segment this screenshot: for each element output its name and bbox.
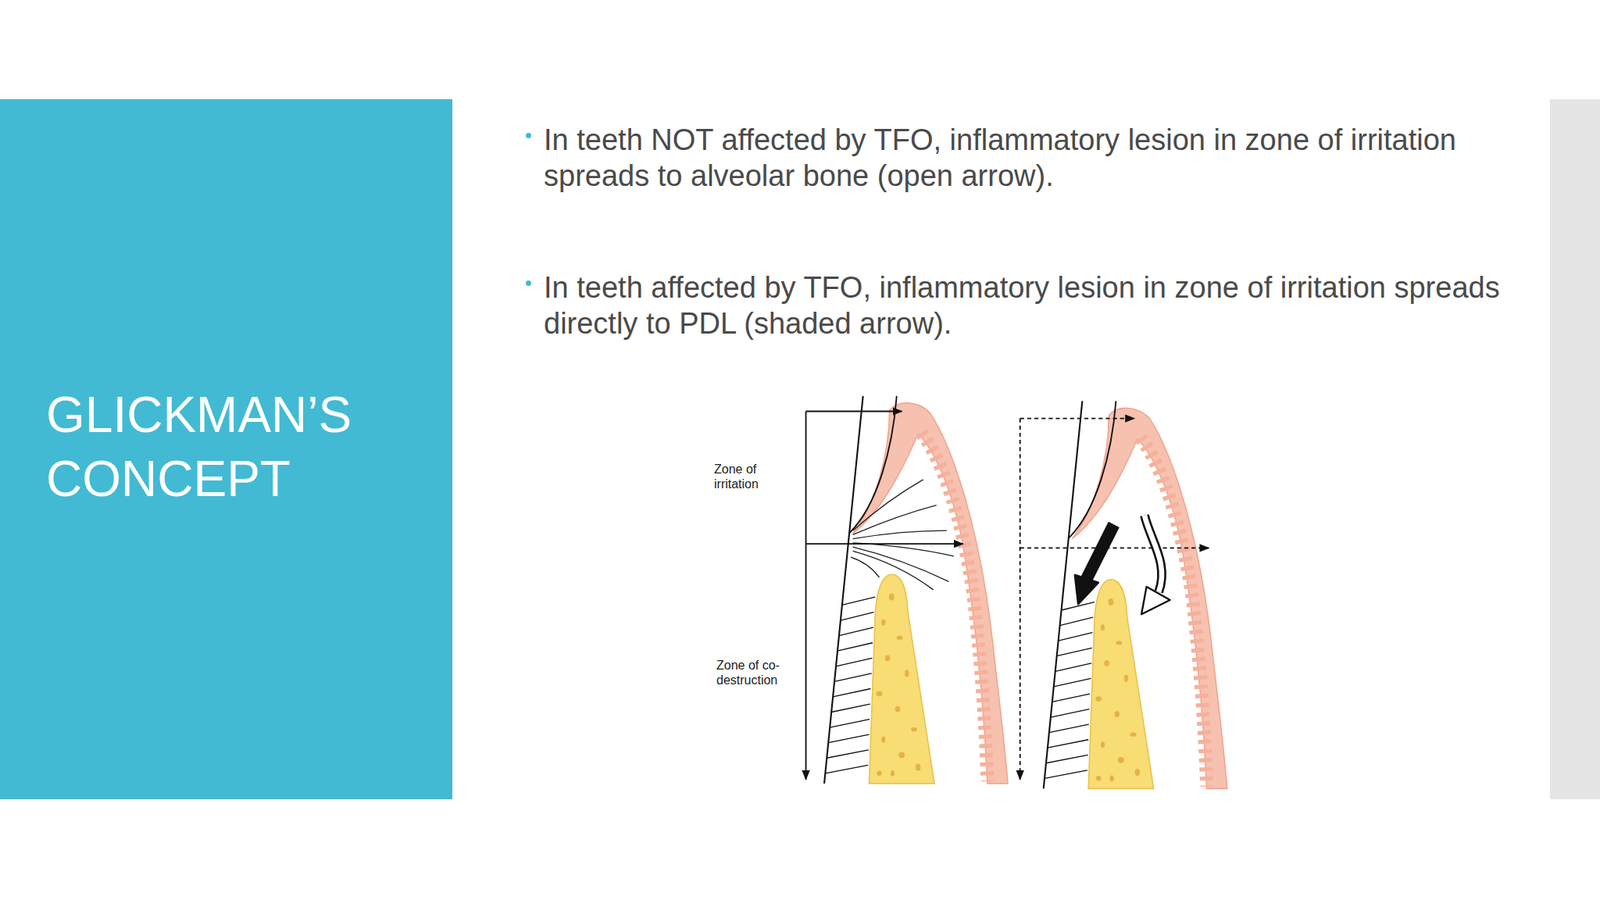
bullet-dot [525, 280, 532, 286]
bullet-dot [525, 132, 532, 139]
zone-label: Zone of co-destruction [716, 657, 803, 688]
open-arrow [1141, 515, 1171, 615]
tooth-section [1043, 400, 1228, 789]
periodontium-illustration [703, 392, 1265, 791]
shaded-arrow [1075, 524, 1115, 604]
bullet-text: In teeth affected by TFO, inflammatory l… [543, 269, 1513, 342]
title-panel [0, 99, 453, 800]
gingival-fibres [850, 479, 954, 590]
zone-label: Zone of irritation [714, 461, 800, 492]
side-bar [1550, 99, 1600, 800]
zone-axes [806, 410, 964, 779]
tooth-section [824, 396, 1008, 784]
zone-axes [1020, 418, 1210, 780]
slide-title: GLICKMAN’S CONCEPT [46, 382, 437, 511]
bullet-text: In teeth NOT affected by TFO, inflammato… [543, 121, 1513, 194]
